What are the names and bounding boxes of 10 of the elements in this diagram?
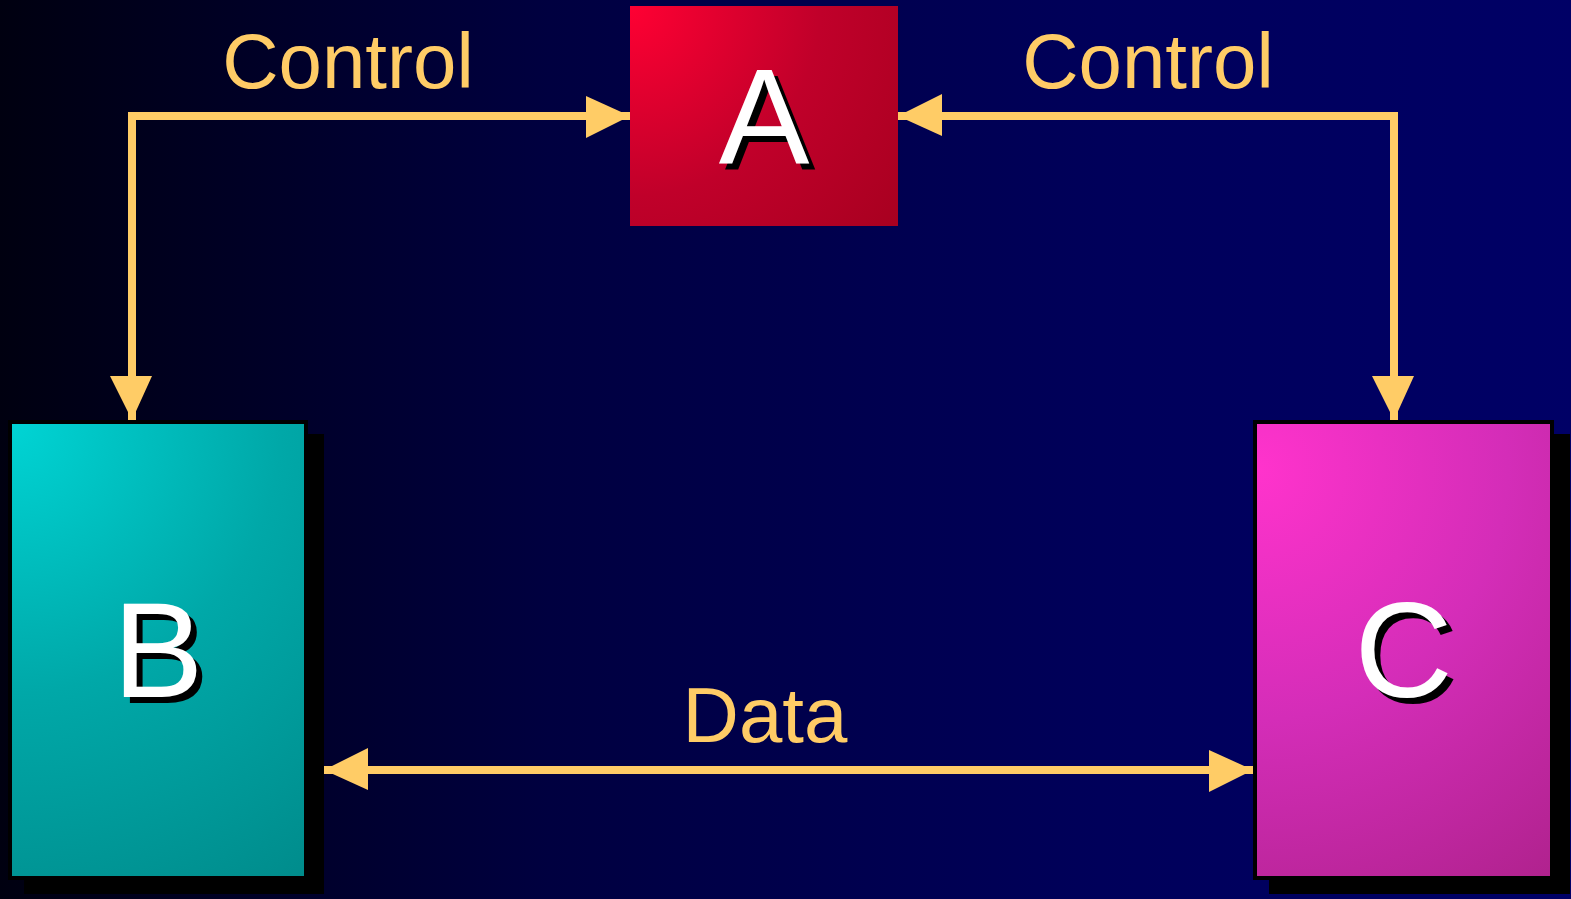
double-arrow: [324, 748, 1253, 792]
edge-label: Control: [222, 22, 474, 100]
node-letter: B: [112, 582, 204, 718]
node-letter: C: [1354, 582, 1453, 718]
node-letter: A: [718, 48, 810, 184]
double-arrow: [898, 94, 1414, 420]
process-box: [630, 6, 898, 226]
edge-label: Data: [682, 676, 848, 754]
edge-label: Control: [1022, 22, 1274, 100]
double-arrow: [110, 96, 630, 420]
